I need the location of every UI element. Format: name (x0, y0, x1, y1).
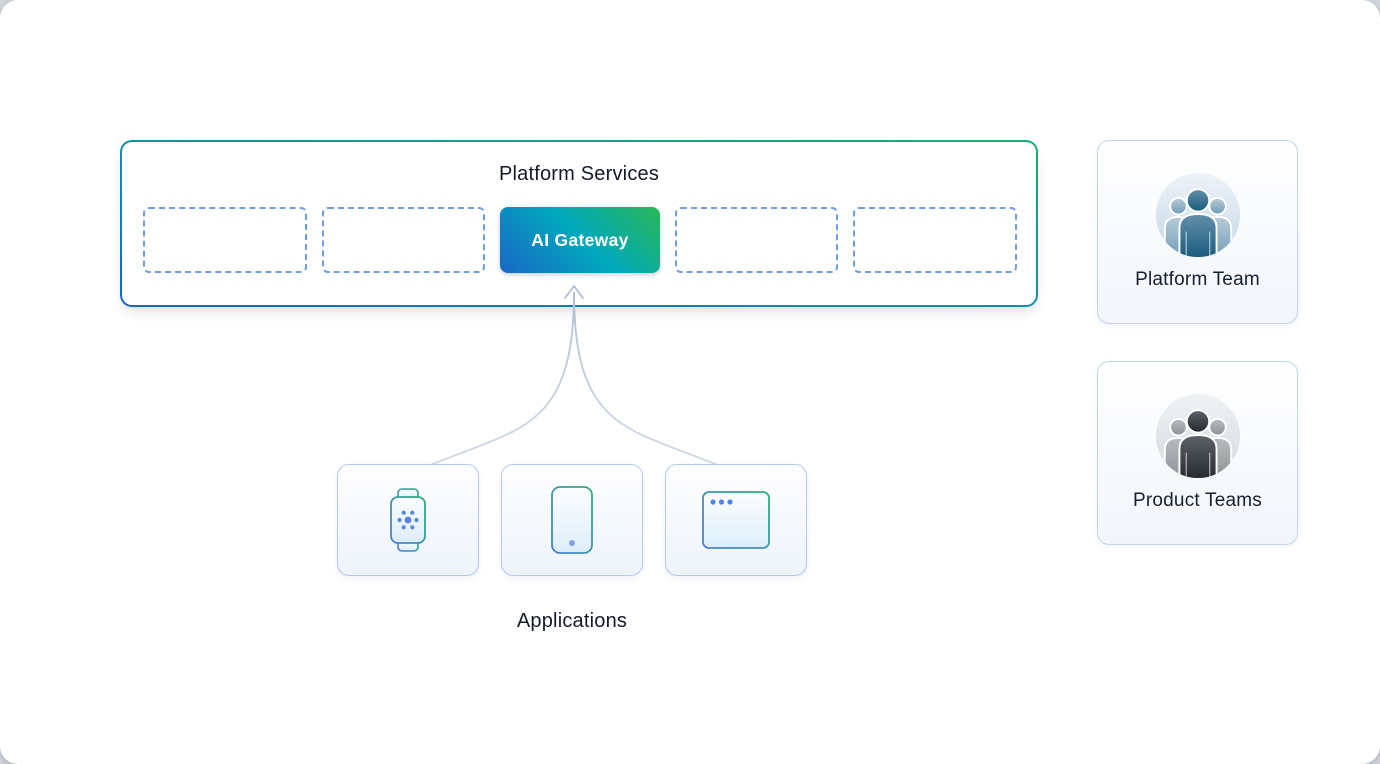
app-card-smartwatch (337, 464, 479, 576)
platform-team-label: Platform Team (1135, 269, 1260, 290)
ai-gateway-chip[interactable]: AI Gateway (500, 207, 660, 273)
app-card-browser (665, 464, 807, 576)
service-slot-placeholder-1 (143, 207, 307, 273)
service-slot-placeholder-4 (853, 207, 1017, 273)
team-people-icon (1154, 171, 1242, 259)
product-teams-label: Product Teams (1133, 490, 1262, 511)
smartwatch-icon (390, 488, 426, 552)
platform-services-inner: Platform Services AI Gateway (122, 142, 1036, 305)
service-slot-placeholder-2 (321, 207, 486, 273)
browser-window-icon (702, 491, 770, 549)
smartphone-icon (551, 486, 593, 554)
applications-label: Applications (516, 610, 628, 632)
product-teams-card: Product Teams (1097, 361, 1298, 545)
service-slot-placeholder-3 (674, 207, 839, 273)
team-people-icon (1154, 392, 1242, 480)
platform-services-title: Platform Services (498, 163, 660, 185)
app-card-smartphone (501, 464, 643, 576)
platform-team-card: Platform Team (1097, 140, 1298, 324)
platform-services-container: Platform Services AI Gateway (120, 140, 1038, 307)
platform-services-slot-row: AI Gateway (143, 207, 1017, 273)
